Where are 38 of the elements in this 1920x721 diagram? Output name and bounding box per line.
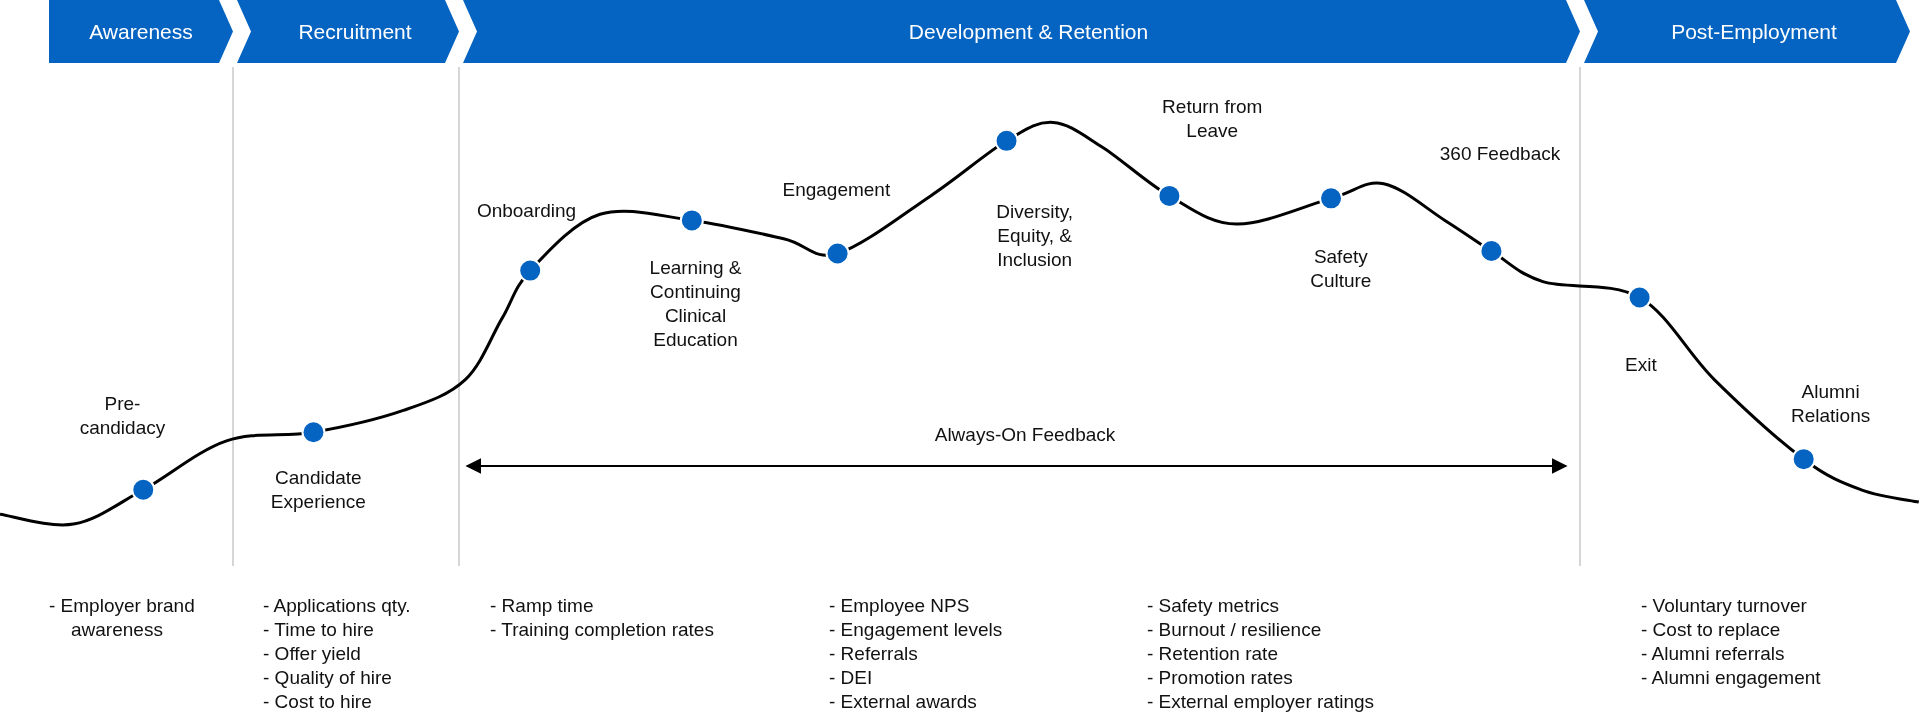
metric-item: - Quality of hire [263, 666, 392, 690]
milestone-label: Candidate Experience [263, 465, 374, 514]
metric-item: - Training completion rates [490, 618, 714, 642]
milestone-label: Alumni Relations [1780, 380, 1881, 429]
metric-item: - Alumni engagement [1641, 666, 1821, 690]
milestone-label: Safety Culture [1290, 245, 1391, 294]
metric-item: - Time to hire [263, 618, 374, 642]
metric-item: - Engagement levels [829, 618, 1003, 642]
metric-item: - Promotion rates [1147, 666, 1293, 690]
milestone-label: Engagement [766, 177, 907, 202]
milestone-label: 360 Feedback [1430, 142, 1570, 167]
phase-header: Post-Employment [1584, 0, 1910, 63]
metric-item: - Cost to hire [263, 690, 372, 714]
metric-item: - Burnout / resilience [1147, 618, 1322, 642]
metric-item: - Safety metrics [1147, 594, 1279, 618]
metric-item: - External employer ratings [1147, 690, 1375, 714]
metric-item: - Retention rate [1147, 642, 1278, 666]
metric-item: - External awards [829, 690, 977, 714]
milestone-label: Return from Leave [1147, 94, 1278, 143]
phase-header: Recruitment [237, 0, 459, 63]
metric-item: - Referrals [829, 642, 918, 666]
milestone-label: Exit [1600, 352, 1681, 377]
arrow-label: Always-On Feedback [934, 423, 1116, 447]
metric-item: - Applications qty. [263, 594, 411, 618]
milestone-label: Diversity, Equity, & Inclusion [979, 200, 1090, 273]
milestone-label: Learning & Continuing Clinical Education [630, 255, 761, 352]
metric-item: - Employee NPS [829, 594, 970, 618]
milestone-label: Onboarding [456, 198, 597, 223]
phase-header: Development & Retention [463, 0, 1580, 63]
metric-item: - Voluntary turnover [1641, 594, 1807, 618]
metric-item: - Alumni referrals [1641, 642, 1785, 666]
phase-header: Awareness [49, 0, 233, 63]
metric-item: - DEI [829, 666, 873, 690]
metric-item: - Ramp time [490, 594, 594, 618]
milestone-label: Pre-candidacy [67, 392, 178, 441]
metric-item: - Cost to replace [1641, 618, 1781, 642]
metric-item: - Offer yield [263, 642, 361, 666]
metric-item: - Employer brand awareness [49, 594, 196, 642]
